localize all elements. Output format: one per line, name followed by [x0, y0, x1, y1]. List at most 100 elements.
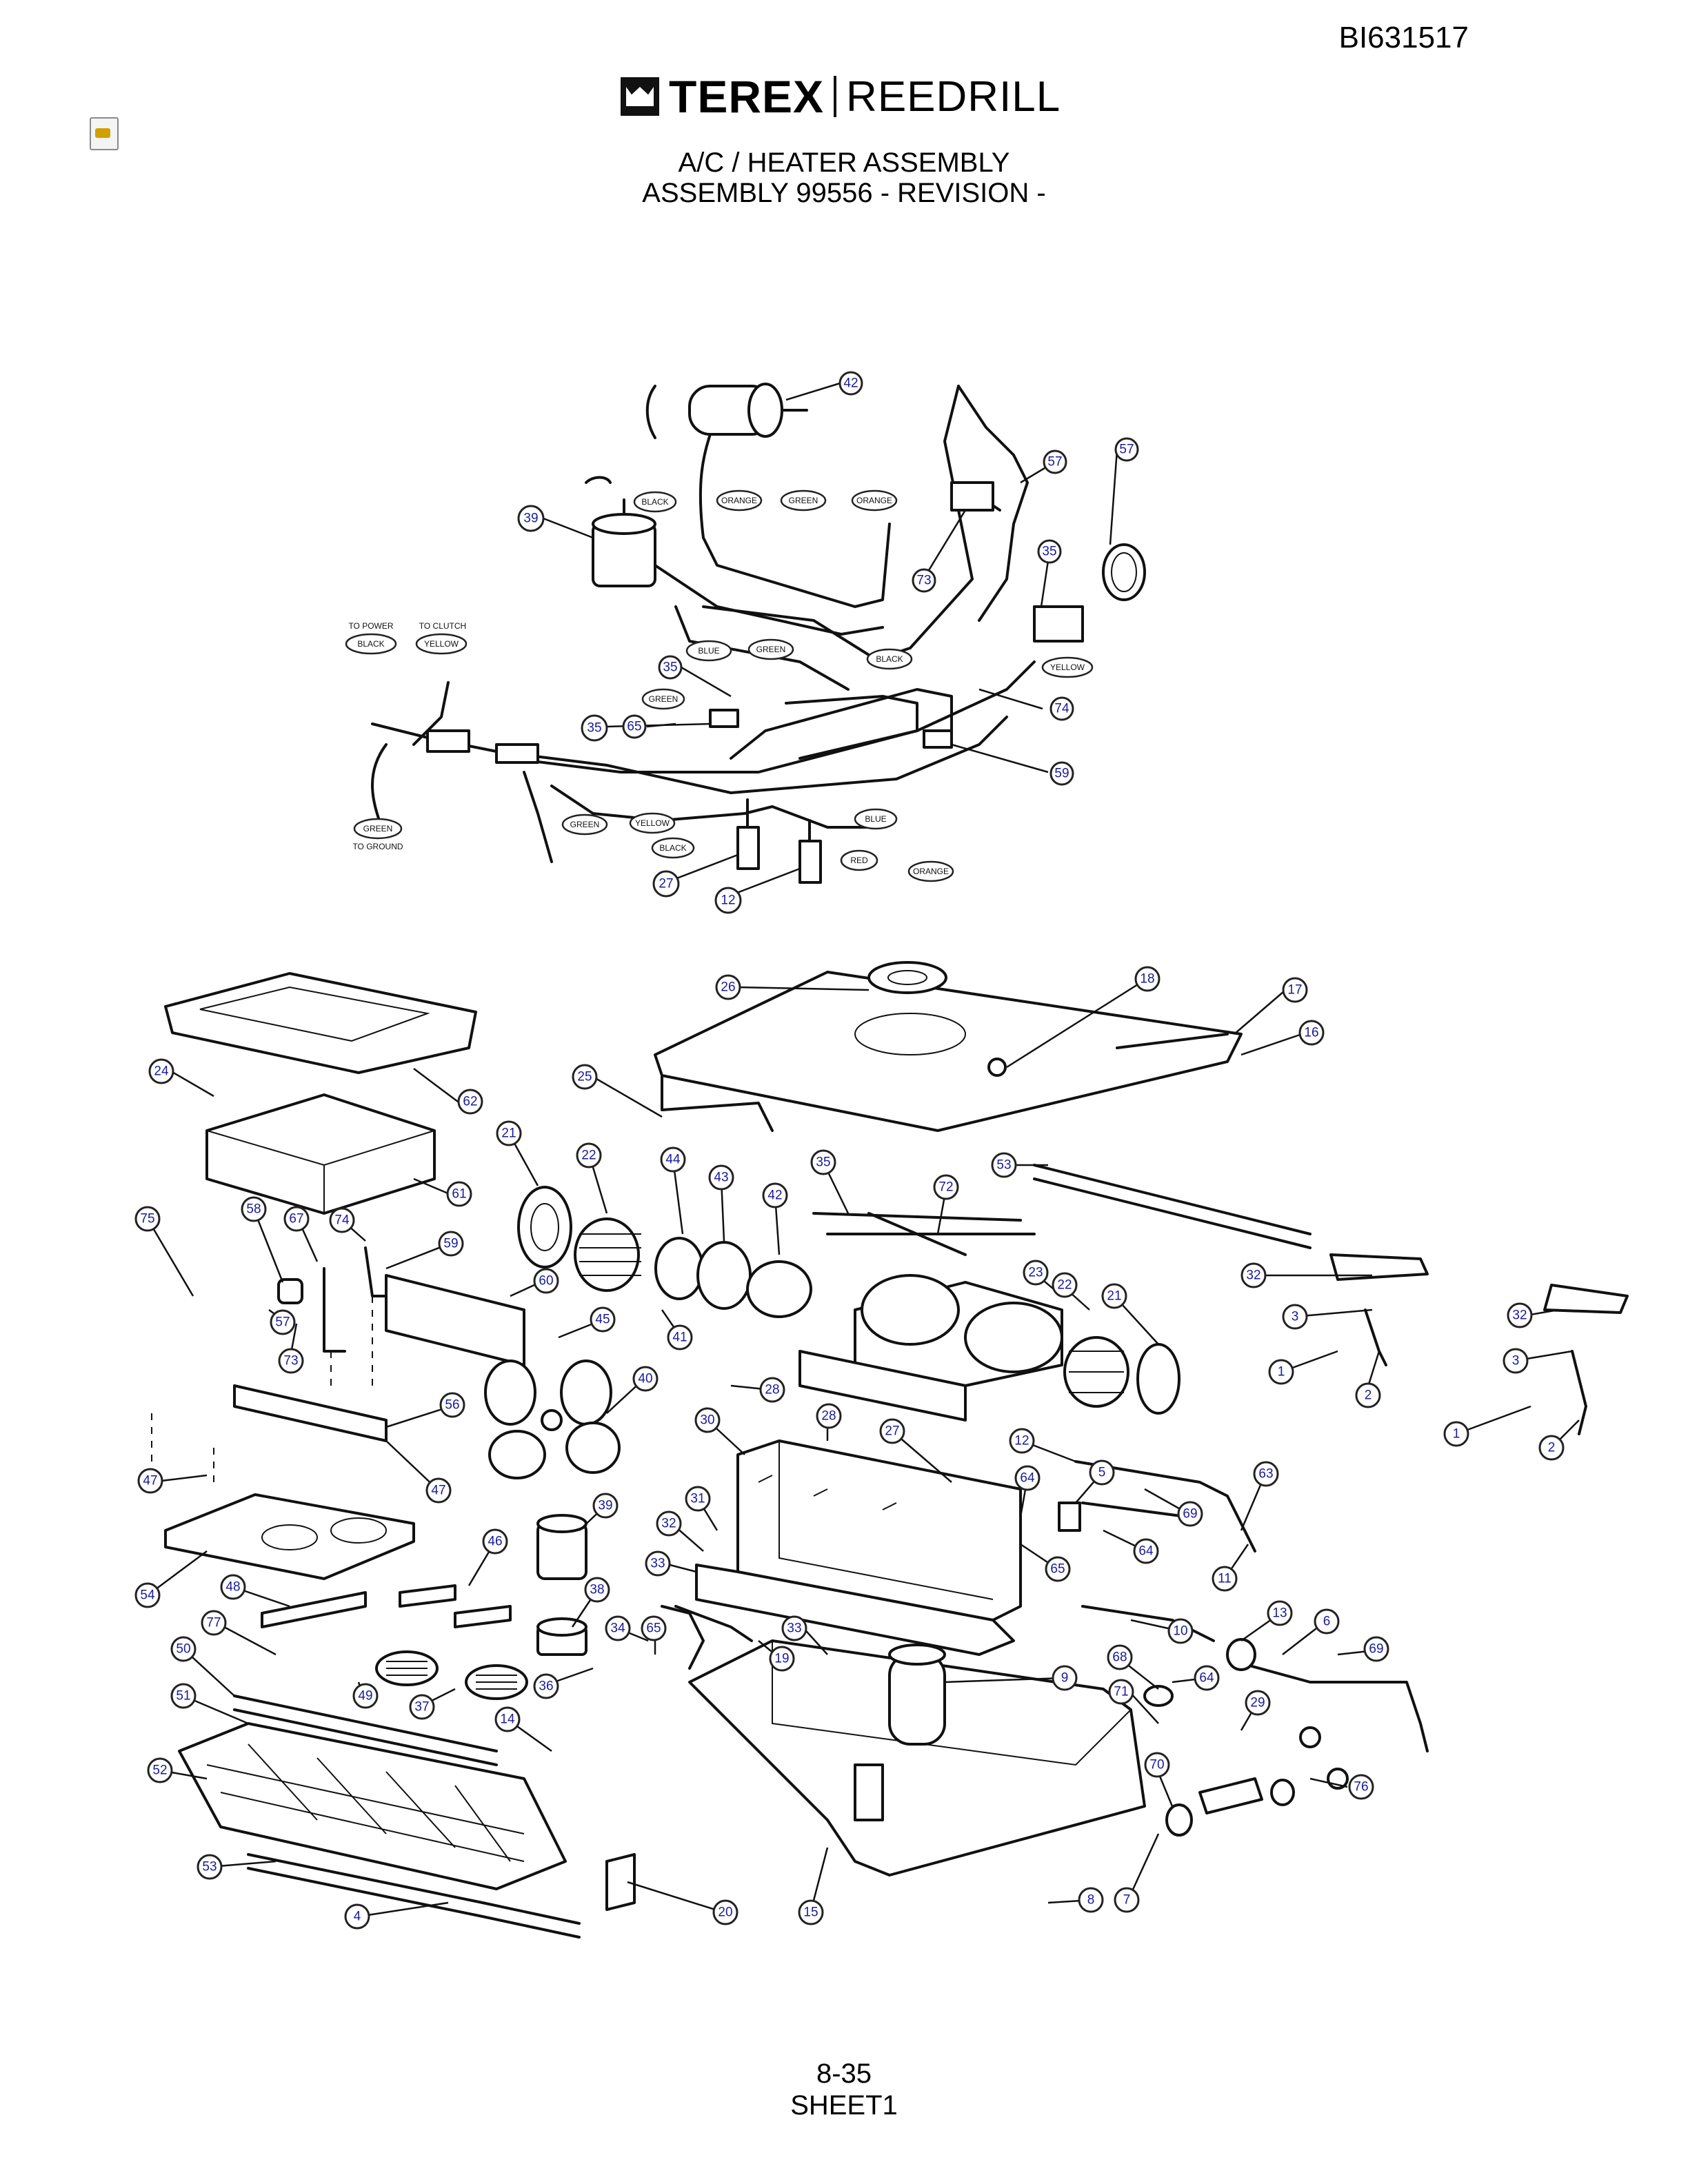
callout-bubble: 69: [1177, 1501, 1203, 1527]
wire-label: GREEN: [561, 813, 608, 836]
svg-text:42: 42: [843, 376, 858, 391]
svg-text:34: 34: [610, 1621, 625, 1636]
callout-bubble: 64: [1014, 1465, 1041, 1491]
callout-bubble: 25: [572, 1064, 598, 1090]
svg-text:47: 47: [143, 1474, 157, 1488]
callout-bubble: 15: [798, 1899, 824, 1925]
document-icon[interactable]: [90, 117, 119, 150]
svg-text:65: 65: [1050, 1562, 1065, 1577]
callout-bubble: 75: [134, 1206, 161, 1232]
callout-bubble: 72: [933, 1174, 959, 1200]
exploded-callouts: 26 18 17 16 24 62 25 21 22 44 43 42 35 7…: [134, 966, 1565, 1930]
callout-bubble: 56: [439, 1392, 465, 1418]
svg-text:13: 13: [1272, 1606, 1287, 1621]
callout-bubble: 47: [425, 1477, 452, 1504]
callout-bubble: 33: [781, 1615, 807, 1641]
svg-text:37: 37: [414, 1700, 429, 1715]
svg-text:YELLOW: YELLOW: [635, 818, 670, 828]
callout-bubble: 30: [694, 1407, 721, 1433]
svg-text:2: 2: [1365, 1388, 1372, 1403]
svg-text:6: 6: [1323, 1615, 1331, 1629]
callout-bubble: 67: [283, 1206, 310, 1232]
svg-text:GREEN: GREEN: [789, 496, 818, 505]
brand-logo: TEREX REEDRILL: [621, 71, 1061, 122]
callout-bubble: 13: [1267, 1600, 1293, 1626]
callout-bubble: 1: [1268, 1359, 1294, 1385]
callout-bubble: 20: [712, 1899, 738, 1925]
callout-bubble: 1: [1443, 1421, 1469, 1447]
wire-color-labels: BLACK ORANGE GREEN ORANGE BLACK YELLOW B…: [345, 489, 1094, 882]
svg-text:76: 76: [1354, 1780, 1368, 1794]
callout-bubble: 49: [352, 1683, 379, 1709]
svg-text:68: 68: [1112, 1650, 1127, 1665]
svg-text:11: 11: [1218, 1572, 1232, 1586]
svg-text:35: 35: [1042, 545, 1056, 559]
brand-name: TEREX: [669, 71, 825, 122]
svg-text:61: 61: [452, 1187, 466, 1202]
svg-text:GREEN: GREEN: [363, 824, 393, 833]
svg-text:28: 28: [821, 1409, 836, 1424]
svg-text:65: 65: [627, 720, 641, 734]
callout-bubble: 73: [912, 568, 936, 593]
callout-bubble: 74: [329, 1207, 355, 1233]
callout-bubble: 12: [1009, 1428, 1035, 1454]
callout-bubble: 2: [1355, 1382, 1381, 1408]
wire-label: BLUE: [854, 808, 898, 830]
page-number: 8-35: [816, 2059, 872, 2089]
callout-bubble: 64: [1133, 1538, 1159, 1564]
callout-bubble: 35: [810, 1149, 836, 1175]
callout-bubble: 23: [1023, 1260, 1049, 1286]
svg-text:YELLOW: YELLOW: [1050, 663, 1085, 672]
callout-bubble: 39: [592, 1493, 619, 1519]
exploded-assembly-drawing: [151, 961, 1629, 1939]
wiring-leaders: [543, 382, 1118, 898]
callout-bubble: 18: [1134, 966, 1160, 992]
callout-bubble: 58: [241, 1196, 267, 1222]
callout-bubble: 48: [220, 1574, 246, 1600]
svg-text:17: 17: [1287, 983, 1302, 998]
callout-bubble: 17: [1282, 977, 1308, 1003]
callout-bubble: 65: [1045, 1556, 1071, 1582]
svg-text:RED: RED: [850, 856, 868, 865]
callout-bubble: 54: [134, 1582, 161, 1608]
wire-label: GREEN: [641, 688, 685, 710]
sheet-label: SHEET1: [790, 2090, 898, 2121]
svg-text:50: 50: [176, 1642, 190, 1657]
svg-text:42: 42: [767, 1189, 782, 1203]
wire-note: TO POWER: [348, 621, 393, 631]
callout-bubble: 44: [660, 1146, 686, 1173]
svg-text:35: 35: [816, 1155, 830, 1170]
svg-text:GREEN: GREEN: [756, 645, 786, 654]
callout-bubble: 3: [1282, 1304, 1308, 1330]
svg-text:BLACK: BLACK: [357, 639, 384, 649]
svg-text:ORANGE: ORANGE: [913, 867, 949, 876]
svg-text:14: 14: [500, 1712, 515, 1727]
terex-logo-icon: [621, 77, 659, 116]
callout-bubble: 64: [1194, 1665, 1220, 1691]
wire-label: BLACK: [651, 837, 695, 859]
callout-bubble: 32: [1507, 1302, 1533, 1328]
callout-bubble: 21: [1101, 1283, 1127, 1309]
callout-bubble: 24: [148, 1058, 174, 1084]
svg-text:33: 33: [650, 1557, 665, 1571]
svg-text:23: 23: [1028, 1266, 1043, 1280]
svg-text:51: 51: [176, 1689, 190, 1703]
callout-bubble: 8: [1078, 1887, 1104, 1913]
callout-bubble: 59: [438, 1231, 464, 1257]
svg-text:74: 74: [1054, 702, 1069, 716]
callout-bubble: 40: [632, 1366, 659, 1392]
wire-label: GREEN: [747, 638, 794, 660]
callout-bubble: 65: [641, 1615, 667, 1641]
svg-text:64: 64: [1138, 1544, 1154, 1559]
svg-text:60: 60: [539, 1274, 553, 1288]
svg-text:57: 57: [1119, 443, 1134, 457]
svg-text:ORANGE: ORANGE: [721, 496, 757, 505]
callout-bubble: 68: [1107, 1644, 1133, 1670]
callout-bubble: 29: [1245, 1690, 1271, 1716]
callout-bubble: 65: [622, 714, 647, 739]
brand-division: REEDRILL: [846, 72, 1061, 121]
callout-bubble: 41: [667, 1324, 693, 1351]
svg-text:32: 32: [661, 1517, 676, 1531]
svg-text:BLACK: BLACK: [659, 843, 686, 853]
